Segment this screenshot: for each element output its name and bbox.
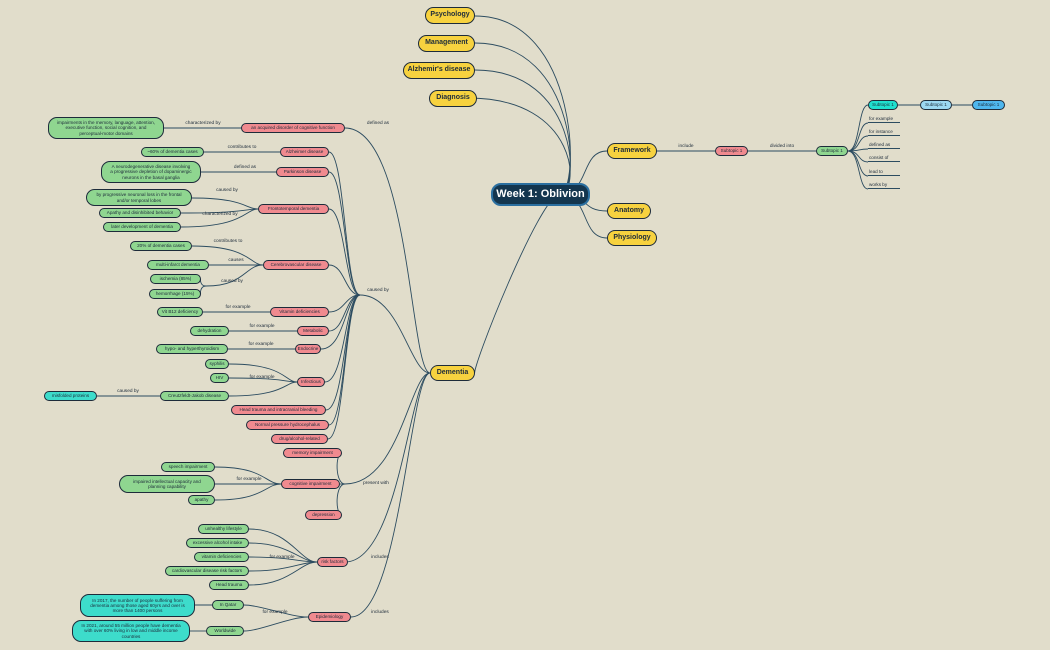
endocrine-thyroid[interactable]: hypo- and hyperthyroidism bbox=[156, 344, 228, 354]
link-caused-by-ft: caused by bbox=[216, 188, 238, 193]
symptom-cognitive[interactable]: cognitive impairment bbox=[281, 479, 340, 489]
framework-subtopic-5[interactable]: Subtopic 1 bbox=[972, 100, 1005, 110]
cause-infectious[interactable]: Infectious bbox=[297, 377, 325, 387]
link-caused-by-cjd: caused by bbox=[117, 389, 139, 394]
link-for-example-vit: for example bbox=[225, 305, 251, 310]
link-includes-epi: includes bbox=[371, 610, 389, 615]
symptom-memory[interactable]: memory impairment bbox=[283, 448, 342, 458]
cause-cerebrovascular[interactable]: Cerebrovascular disease bbox=[263, 260, 329, 270]
link-contributes-to: contributes to bbox=[227, 145, 257, 150]
link-for-example-met: for example bbox=[249, 324, 275, 329]
branch-alzheimers[interactable]: Alzhemir's disease bbox=[403, 62, 475, 79]
link-for-example-end: for example bbox=[248, 342, 274, 347]
branch-dementia[interactable]: Dementia bbox=[430, 365, 475, 381]
relation-defined-as: defined as bbox=[868, 142, 900, 149]
branch-psychology[interactable]: Psychology bbox=[425, 7, 475, 24]
relation-consist-of: consist of bbox=[868, 155, 900, 162]
relation-for-example: for example bbox=[868, 116, 900, 123]
cerebrovascular-percent[interactable]: 20% of dementia cases bbox=[130, 241, 192, 251]
framework-subtopic-4[interactable]: Subtopic 1 bbox=[920, 100, 952, 110]
relation-works-by: works by bbox=[868, 182, 900, 189]
risk-vitamin[interactable]: vitamin deficiencies bbox=[194, 552, 249, 562]
metabolic-dehydration[interactable]: dehydration bbox=[190, 326, 229, 336]
link-for-example-inf: for example bbox=[249, 375, 275, 380]
branch-framework[interactable]: Framework bbox=[607, 143, 657, 159]
hemorrhage[interactable]: hemorrhage (15%) bbox=[149, 289, 201, 299]
infectious-cjd[interactable]: Creutzfeldt-Jakob disease bbox=[160, 391, 229, 401]
frontotemporal-late[interactable]: later development of dementia bbox=[103, 222, 181, 232]
parkinson-definition[interactable]: A neurodegenerative disease involving a … bbox=[101, 161, 201, 183]
link-caused-by: caused by bbox=[367, 288, 389, 293]
link-caused-by-cv: caused by bbox=[221, 279, 243, 284]
cause-nph[interactable]: Normal pressure hydrocephalus bbox=[246, 420, 329, 430]
relation-for-instance: for instance bbox=[868, 129, 900, 136]
link-for-example-epi: for example bbox=[262, 610, 288, 615]
cause-parkinson[interactable]: Parkinson disease bbox=[276, 167, 329, 177]
misfolded-proteins[interactable]: misfolded proteins bbox=[44, 391, 97, 401]
cause-head-trauma[interactable]: Head trauma and intracranial bleeding bbox=[231, 405, 326, 415]
frontotemporal-apathy[interactable]: Apathy and disinhibited behavior bbox=[99, 208, 181, 218]
central-topic[interactable]: Week 1: Oblivion bbox=[491, 183, 590, 206]
infectious-hiv[interactable]: HIV bbox=[210, 373, 229, 383]
risk-lifestyle[interactable]: unhealthy lifestyle bbox=[198, 524, 249, 534]
cause-endocrine[interactable]: Endocrine bbox=[295, 344, 321, 354]
framework-subtopic-3[interactable]: Subtopic 1 bbox=[868, 100, 898, 110]
link-contributes-to-cv: contributes to bbox=[213, 239, 243, 244]
link-include: include bbox=[678, 144, 694, 149]
relation-lead-to: lead to bbox=[868, 169, 900, 176]
cognitive-apathy[interactable]: apathy bbox=[188, 495, 215, 505]
link-causes: causes bbox=[228, 258, 244, 263]
branch-management[interactable]: Management bbox=[418, 35, 475, 52]
cognitive-speech[interactable]: speech impairment bbox=[161, 462, 215, 472]
epi-qatar-text[interactable]: In 2017, the number of people suffering … bbox=[80, 594, 195, 617]
branch-physiology[interactable]: Physiology bbox=[607, 230, 657, 246]
link-characterized-by-ft: characterized by bbox=[202, 212, 238, 217]
epi-worldwide[interactable]: Worldwide bbox=[206, 626, 244, 636]
vitamin-b12[interactable]: Vit B12 deficiency bbox=[157, 307, 203, 317]
epi-world-text[interactable]: In 2021, around 55 million people have d… bbox=[72, 620, 190, 642]
risk-head-trauma[interactable]: Head trauma bbox=[209, 580, 249, 590]
cause-frontotemporal[interactable]: Frontotemporal dementia bbox=[258, 204, 329, 214]
risk-factors[interactable]: risk factors bbox=[317, 557, 348, 567]
branch-anatomy[interactable]: Anatomy bbox=[607, 203, 651, 219]
link-defined-as: defined as bbox=[366, 121, 390, 126]
risk-cardiovascular[interactable]: cardiovascular disease risk factors bbox=[165, 566, 249, 576]
cause-alzheimer[interactable]: Alzheimer disease bbox=[280, 147, 329, 157]
cause-vitamin[interactable]: Vitamin deficiencies bbox=[270, 307, 329, 317]
link-divided-into: divided into bbox=[769, 144, 795, 149]
dementia-definition[interactable]: an acquired disorder of cognitive functi… bbox=[241, 123, 345, 133]
link-for-example-cog: for example bbox=[236, 477, 262, 482]
symptom-depression[interactable]: depression bbox=[305, 510, 342, 520]
alzheimer-percent[interactable]: ~60% of dementia cases bbox=[141, 147, 204, 157]
risk-alcohol[interactable]: excessive alcohol intake bbox=[186, 538, 249, 548]
link-for-example-risk: for example bbox=[269, 555, 295, 560]
epidemiology[interactable]: Epidemiology bbox=[308, 612, 351, 622]
branch-diagnosis[interactable]: Diagnosis bbox=[429, 90, 477, 107]
cause-metabolic[interactable]: Metabolic bbox=[297, 326, 329, 336]
framework-subtopic-2[interactable]: Subtopic 1 bbox=[816, 146, 848, 156]
link-includes-risk: includes bbox=[371, 555, 389, 560]
cause-drug-alcohol[interactable]: drug/alcohol-related bbox=[271, 434, 328, 444]
framework-subtopic[interactable]: Subtopic 1 bbox=[715, 146, 748, 156]
link-characterized-by: characterized by bbox=[185, 121, 221, 126]
infectious-syphilis[interactable]: syphilis bbox=[205, 359, 229, 369]
multi-infarct-dementia[interactable]: multi-infarct dementia bbox=[147, 260, 209, 270]
link-present-with: present with bbox=[363, 481, 389, 486]
impairments-description[interactable]: impairments in the memory, language, att… bbox=[48, 117, 164, 139]
link-defined-as-parkinson: defined as bbox=[233, 165, 257, 170]
cognitive-intellect[interactable]: impaired intellectual capacity and plann… bbox=[119, 475, 215, 493]
epi-qatar[interactable]: In Qatar bbox=[212, 600, 244, 610]
ischemia[interactable]: ischemia (85%) bbox=[150, 274, 201, 284]
frontotemporal-cause[interactable]: by progressive neuronal loss in the fron… bbox=[86, 189, 192, 206]
